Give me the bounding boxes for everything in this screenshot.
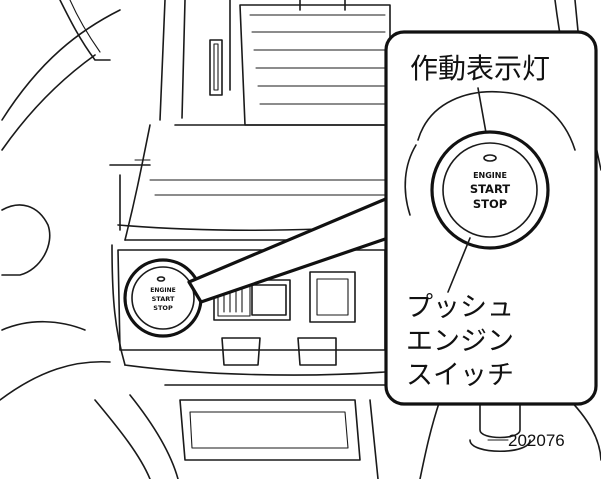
large-button-line3: STOP — [473, 197, 507, 211]
large-button-line1: ENGINE — [473, 171, 507, 180]
small-button-line1: ENGINE — [150, 287, 175, 294]
figure-reference: 202076 — [487, 431, 565, 450]
figure-ref-number: 202076 — [508, 431, 565, 450]
small-button-line3: STOP — [153, 304, 173, 312]
callout-box: ENGINE START STOP 作動表示灯 プッシュ エンジン スイッチ — [384, 30, 598, 406]
switch-label-line3: スイッチ — [406, 360, 514, 391]
switch-label-line1: プッシュ — [406, 292, 514, 323]
small-push-button: ENGINE START STOP — [123, 258, 203, 338]
indicator-lamp-label: 作動表示灯 — [410, 52, 550, 85]
large-button-line2: START — [470, 182, 510, 196]
switch-label-line2: エンジン — [406, 326, 514, 357]
small-button-line2: START — [152, 295, 175, 303]
